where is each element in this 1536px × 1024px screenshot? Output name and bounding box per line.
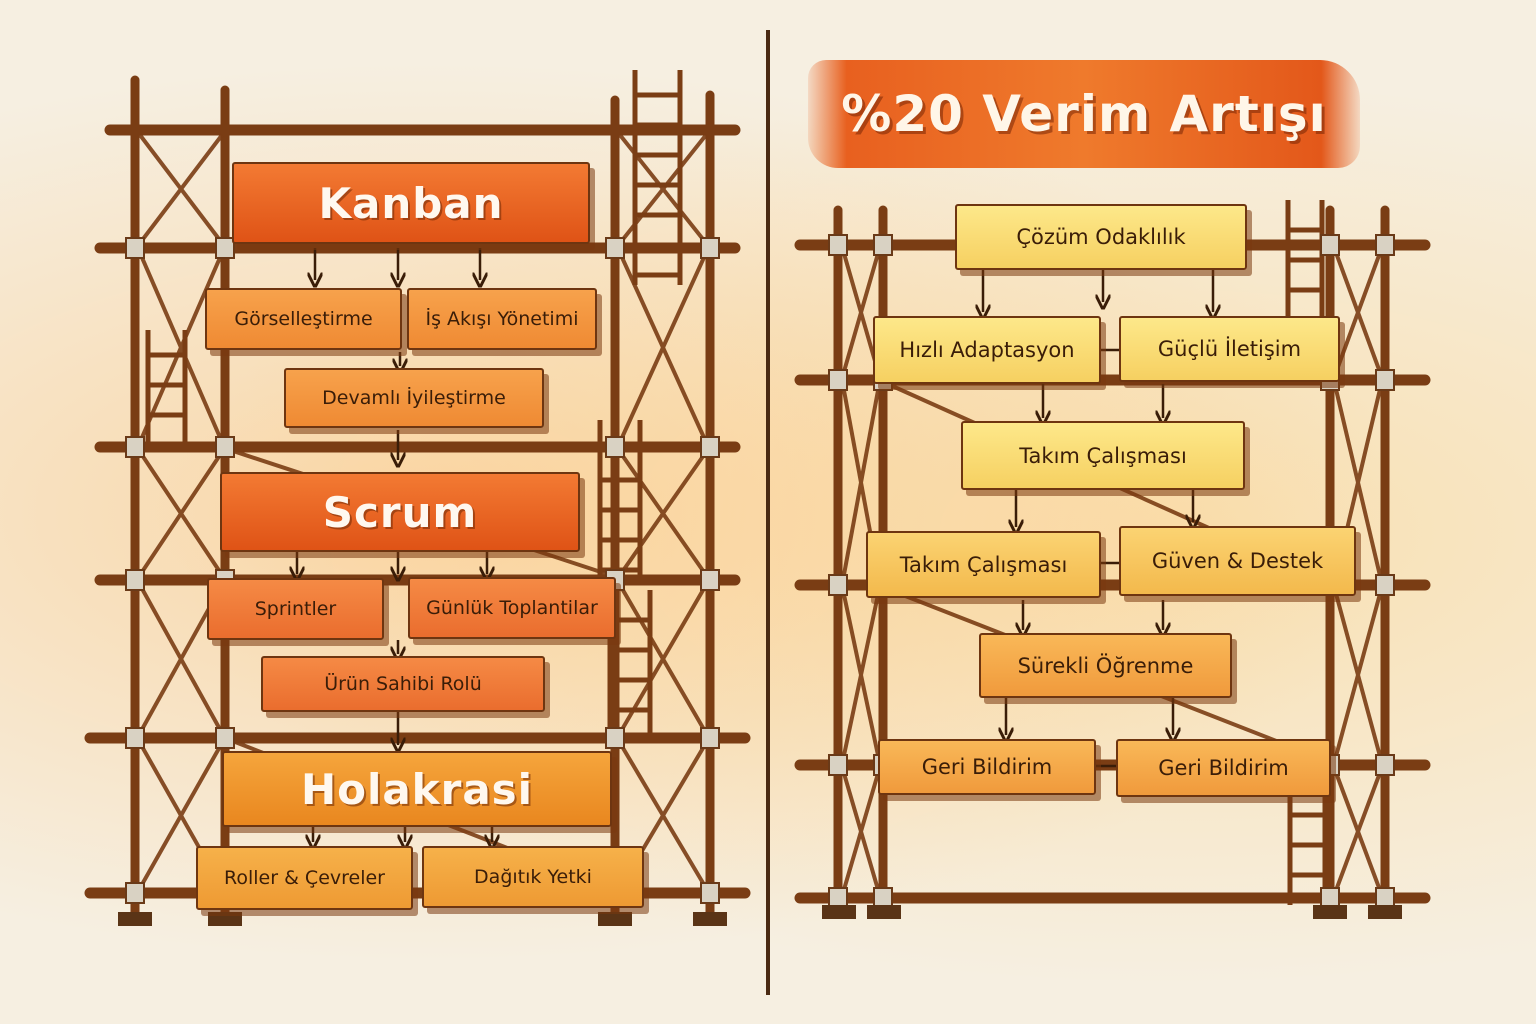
- holakrasi-item-label: Dağıtık Yetki: [474, 866, 592, 888]
- right-flow-arrows: [983, 268, 1213, 735]
- node-teamwork-2: Takım Çalışması: [866, 531, 1101, 598]
- node-feedback-2: Geri Bildirim: [1116, 739, 1331, 797]
- kanban-item-label: Görselleştirme: [234, 308, 373, 330]
- node-teamwork-1: Takım Çalışması: [961, 421, 1245, 490]
- kanban-heading: Kanban: [318, 178, 504, 228]
- kanban-block: Kanban: [232, 162, 590, 244]
- node-label: Takım Çalışması: [1019, 443, 1187, 468]
- right-connector-lines: [1096, 348, 1119, 768]
- left-flow-arrows: [297, 248, 492, 842]
- node-label: Takım Çalışması: [899, 552, 1068, 577]
- node-label: Geri Bildirim: [921, 755, 1053, 779]
- kanban-item-workflow: İş Akışı Yönetimi: [407, 288, 597, 350]
- kanban-item-label: Devamlı İyileştirme: [322, 387, 506, 409]
- scrum-heading: Scrum: [322, 487, 478, 537]
- node-label: Geri Bildirim: [1158, 756, 1289, 780]
- holakrasi-block: Holakrasi: [222, 751, 612, 827]
- scrum-item-product-owner: Ürün Sahibi Rolü: [261, 656, 545, 712]
- node-solution-focus: Çözüm Odaklılık: [955, 204, 1247, 270]
- node-label: Çözüm Odaklılık: [1016, 225, 1186, 249]
- holakrasi-heading: Holakrasi: [300, 764, 534, 814]
- title-paint-stroke: [808, 60, 1360, 168]
- kanban-item-improvement: Devamlı İyileştirme: [284, 368, 544, 428]
- holakrasi-item-label: Roller & Çevreler: [224, 867, 385, 889]
- node-strong-communication: Güçlü İletişim: [1119, 316, 1340, 382]
- scrum-item-sprints: Sprintler: [207, 578, 384, 640]
- holakrasi-item-authority: Dağıtık Yetki: [422, 846, 644, 908]
- scrum-item-label: Günlük Toplantilar: [426, 597, 598, 619]
- node-label: Güçlü İletişim: [1157, 337, 1302, 361]
- holakrasi-item-roles: Roller & Çevreler: [196, 846, 413, 910]
- node-feedback-1: Geri Bildirim: [878, 739, 1096, 795]
- scrum-item-label: Ürün Sahibi Rolü: [324, 673, 482, 695]
- node-fast-adaptation: Hızlı Adaptasyon: [873, 316, 1101, 384]
- node-label: Hızlı Adaptasyon: [899, 338, 1075, 362]
- node-label: Sürekli Öğrenme: [1017, 653, 1194, 678]
- kanban-item-visualization: Görselleştirme: [205, 288, 402, 350]
- scrum-item-daily-meetings: Günlük Toplantilar: [408, 577, 616, 639]
- scrum-item-label: Sprintler: [254, 598, 337, 620]
- kanban-item-label: İş Akışı Yönetimi: [425, 308, 579, 330]
- node-trust-support: Güven & Destek: [1119, 526, 1356, 596]
- page-title: %20 Verim Artışı: [841, 85, 1327, 143]
- node-continuous-learning: Sürekli Öğrenme: [979, 633, 1232, 698]
- node-label: Güven & Destek: [1151, 549, 1324, 573]
- scrum-block: Scrum: [220, 472, 580, 552]
